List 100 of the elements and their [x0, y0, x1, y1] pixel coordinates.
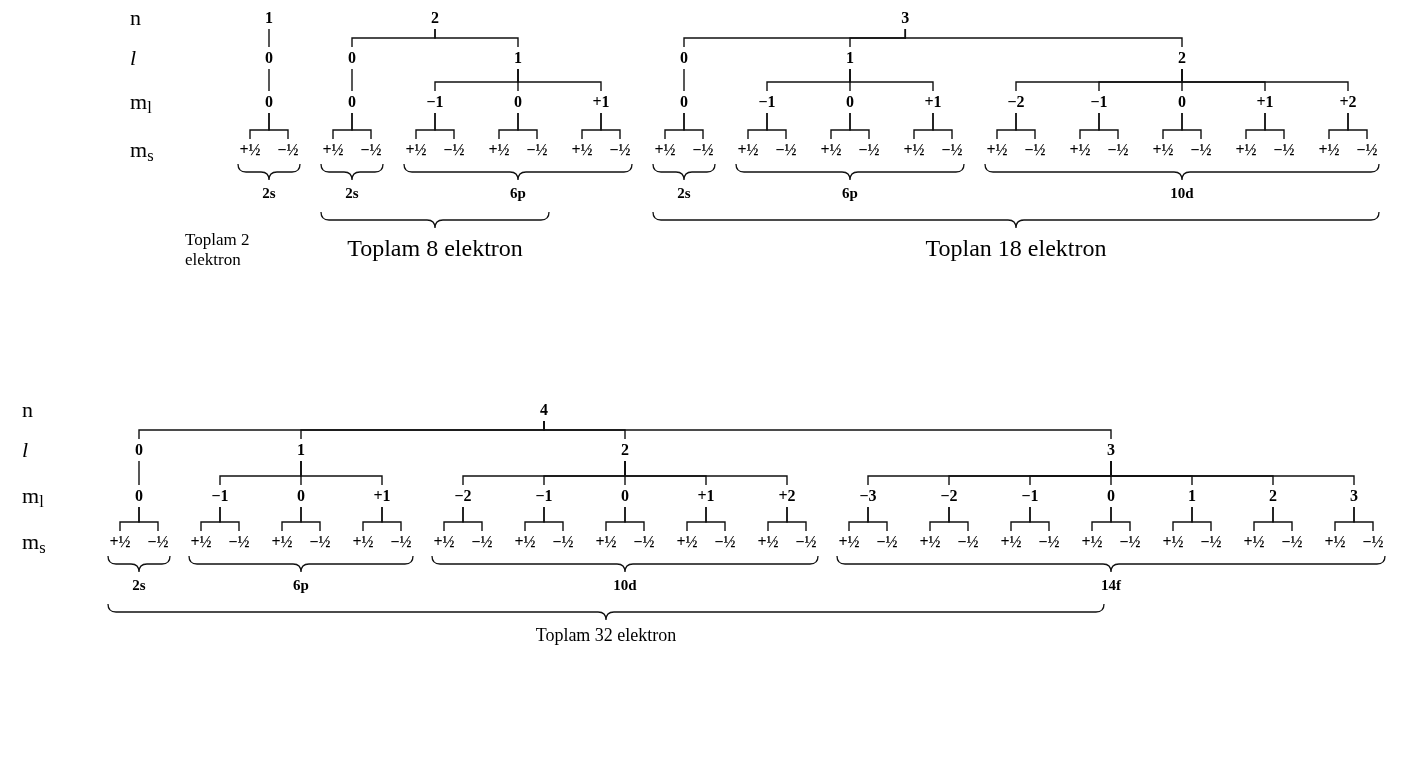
- quantum-number: 2: [621, 441, 629, 458]
- quantum-number: 1: [514, 49, 522, 66]
- tree-line: [138, 506, 159, 532]
- quantum-number: 0: [135, 487, 143, 504]
- tree-line: [849, 68, 934, 92]
- quantum-number: 0: [680, 49, 688, 66]
- tree-line: [300, 506, 321, 532]
- quantum-number: +½: [109, 533, 131, 550]
- subshell-label: 6p: [293, 578, 309, 593]
- row-label: m$_{s}$: [130, 139, 154, 161]
- quantum-number: −½: [277, 141, 299, 158]
- quantum-number: +1: [1256, 93, 1274, 110]
- quantum-number: +½: [820, 141, 842, 158]
- tree-line: [867, 506, 888, 532]
- quantum-number: −½: [390, 533, 412, 550]
- tree-line: [543, 420, 1112, 440]
- quantum-number: −1: [1090, 93, 1108, 110]
- quantum-number: −½: [1362, 533, 1384, 550]
- quantum-number: 3: [1350, 487, 1358, 504]
- quantum-number: −½: [1107, 141, 1129, 158]
- quantum-number: 1: [1188, 487, 1196, 504]
- quantum-number: +½: [1000, 533, 1022, 550]
- quantum-number: −1: [426, 93, 444, 110]
- quantum-number: 4: [540, 401, 548, 418]
- quantum-number: −½: [443, 141, 465, 158]
- subshell-label: 6p: [510, 186, 526, 201]
- subshell-label: 14f: [1101, 578, 1121, 593]
- quantum-number: +2: [1339, 93, 1357, 110]
- quantum-number: 0: [1178, 93, 1186, 110]
- tree-line: [462, 506, 483, 532]
- quantum-number: 2: [431, 9, 439, 26]
- quantum-number: 3: [901, 9, 910, 26]
- quantum-number: −½: [471, 533, 493, 550]
- subshell-label: 10d: [613, 578, 637, 593]
- tree-line: [434, 112, 455, 140]
- subshell-label: 6p: [842, 186, 858, 201]
- quantum-number: +½: [737, 141, 759, 158]
- quantum-number: −½: [1190, 141, 1212, 158]
- quantum-number: 0: [265, 93, 273, 110]
- quantum-number: +½: [919, 533, 941, 550]
- tree-line: [624, 460, 788, 486]
- quantum-number: +½: [488, 141, 510, 158]
- quantum-number: +1: [373, 487, 391, 504]
- tree-line: [766, 112, 787, 140]
- total-note: Toplam 8 elektron: [347, 236, 523, 260]
- quantum-number: +½: [676, 533, 698, 550]
- quantum-number: −½: [147, 533, 169, 550]
- quantum-number: +½: [757, 533, 779, 550]
- row-label: n: [130, 7, 141, 29]
- quantum-number: +½: [838, 533, 860, 550]
- quantum-number: +½: [190, 533, 212, 550]
- quantum-number: +½: [352, 533, 374, 550]
- quantum-number: +½: [1318, 141, 1340, 158]
- quantum-number: −½: [1356, 141, 1378, 158]
- quantum-number: −½: [360, 141, 382, 158]
- subshell-label: 2s: [262, 186, 276, 201]
- quantum-number: −2: [454, 487, 472, 504]
- quantum-number: 0: [348, 93, 356, 110]
- tree-line: [1181, 112, 1202, 140]
- quantum-number: +½: [571, 141, 593, 158]
- tree-line: [300, 460, 383, 486]
- tree-line: [381, 506, 402, 532]
- total-note: Toplam 32 elektron: [535, 626, 677, 644]
- tree-line: [517, 68, 602, 92]
- quantum-number: 0: [348, 49, 356, 66]
- quantum-number: −½: [552, 533, 574, 550]
- quantum-number: +1: [697, 487, 715, 504]
- quantum-number: +½: [654, 141, 676, 158]
- tree-line: [932, 112, 953, 140]
- quantum-number: +½: [903, 141, 925, 158]
- quantum-number: 0: [1107, 487, 1115, 504]
- tree-line: [1272, 506, 1293, 532]
- row-label: m$_{l}$: [22, 485, 44, 507]
- quantum-number: −3: [859, 487, 877, 504]
- tree-line: [1110, 460, 1355, 486]
- quantum-number: +½: [433, 533, 455, 550]
- quantum-number: −1: [211, 487, 229, 504]
- tree-line: [1181, 68, 1349, 92]
- tree-line: [1015, 112, 1036, 140]
- quantum-number: −1: [535, 487, 553, 504]
- quantum-number: −½: [633, 533, 655, 550]
- quantum-number: 1: [265, 9, 273, 26]
- tree-line: [1191, 506, 1212, 532]
- tree-line: [351, 68, 353, 92]
- quantum-number: +2: [778, 487, 796, 504]
- quantum-number: +½: [1152, 141, 1174, 158]
- quantum-number: 2: [1178, 49, 1186, 66]
- subshell-label: 10d: [1170, 186, 1194, 201]
- subshell-label: 2s: [132, 578, 146, 593]
- quantum-number: −½: [692, 141, 714, 158]
- quantum-number: −½: [1273, 141, 1295, 158]
- quantum-number: +½: [239, 141, 261, 158]
- tree-line: [849, 112, 870, 140]
- tree-line: [543, 506, 564, 532]
- quantum-number: +1: [592, 93, 610, 110]
- tree-line: [683, 68, 685, 92]
- row-label: m$_{s}$: [22, 531, 46, 553]
- subshell-label: 2s: [677, 186, 691, 201]
- quantum-number: −½: [941, 141, 963, 158]
- quantum-number: 0: [297, 487, 305, 504]
